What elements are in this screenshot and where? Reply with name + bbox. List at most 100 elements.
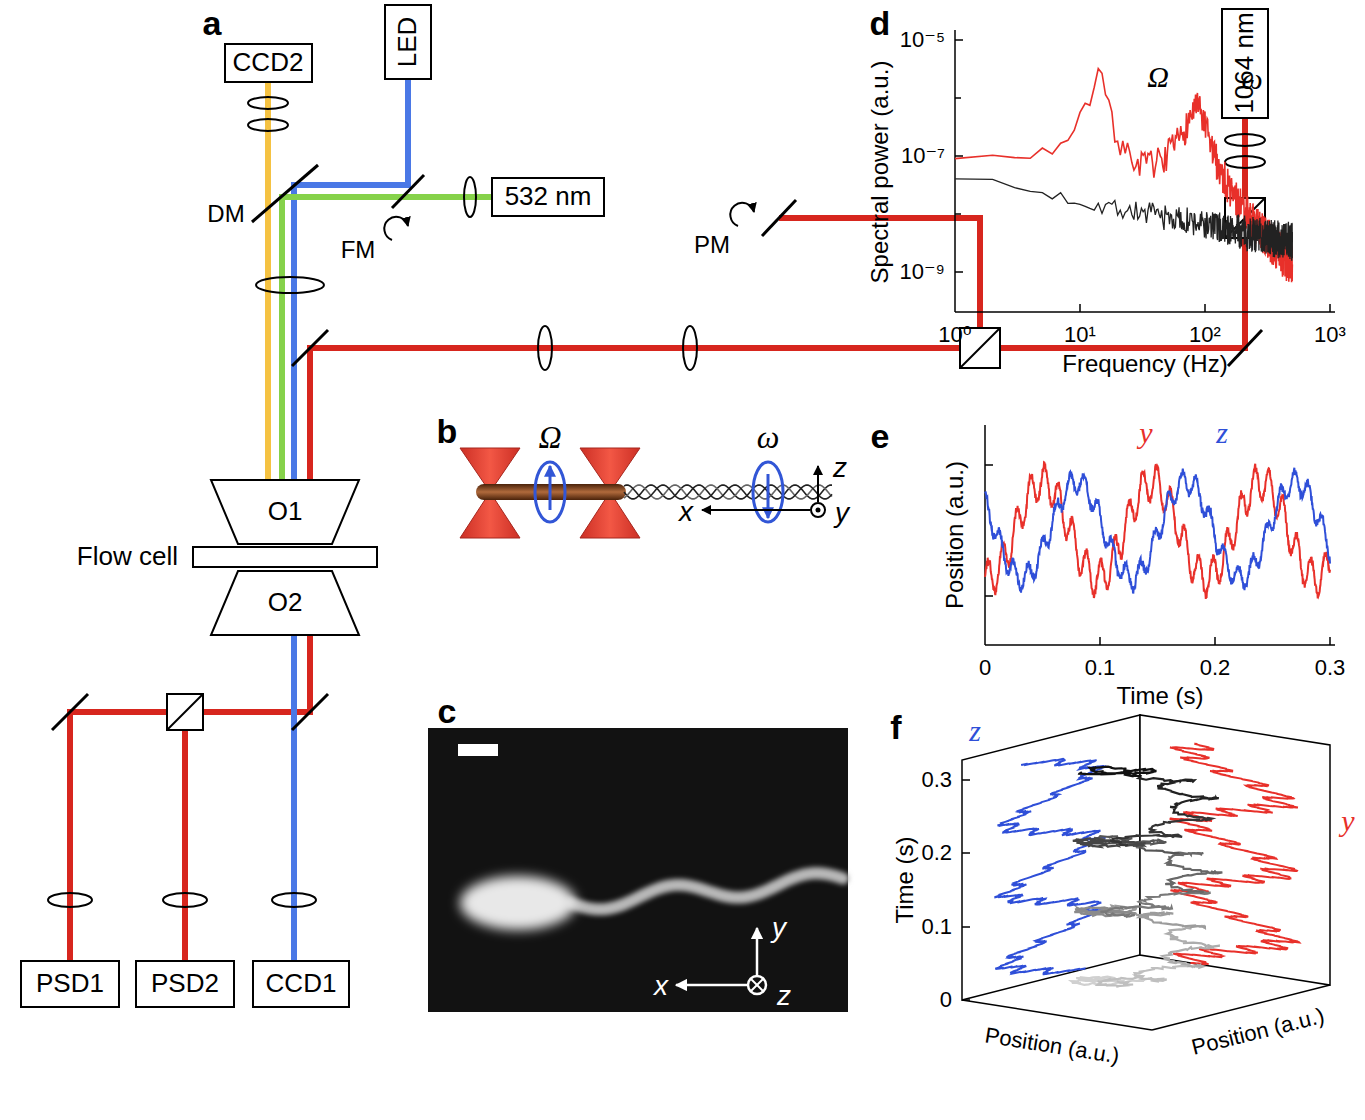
- tick: [962, 852, 970, 854]
- beam-path: [310, 119, 1245, 480]
- piezo-mirror: [762, 200, 796, 236]
- flip-mirror: [392, 175, 424, 208]
- axis-origin-cross: [751, 979, 763, 991]
- tick-label: 0: [979, 656, 991, 680]
- dichroic-mirror: [252, 165, 318, 222]
- lens: [163, 893, 207, 907]
- flagellum-glow-path: [570, 873, 843, 909]
- beam-path: [70, 636, 310, 960]
- axis-origin: [748, 976, 766, 994]
- rotation-ring: [753, 462, 783, 522]
- tick-label: 0: [940, 988, 952, 1012]
- lens: [1225, 134, 1265, 146]
- axis-line: [985, 644, 1335, 646]
- panel-letter: c: [438, 693, 457, 730]
- trajectory-traces: [995, 744, 1299, 987]
- flagellum-strand: [624, 485, 832, 499]
- axis-origin-dot: [816, 508, 821, 513]
- image-background: [428, 728, 848, 1012]
- node-label: PSD2: [151, 969, 219, 999]
- trace-label: y: [1341, 804, 1354, 837]
- trajectory-3d: [1098, 966, 1194, 987]
- tick-label: 10⁻⁹: [899, 260, 945, 284]
- tick: [985, 464, 993, 466]
- back-wall: [1140, 715, 1330, 985]
- mirror: [52, 694, 88, 730]
- node-label: CCD2: [233, 48, 304, 78]
- tick: [1204, 304, 1206, 312]
- rotation-symbol: ω: [757, 420, 780, 455]
- lens-shape: [211, 480, 359, 544]
- lens: [1225, 156, 1265, 168]
- axis-label: z: [777, 981, 791, 1012]
- tick-label: 10²: [1189, 323, 1221, 347]
- tick: [955, 155, 963, 157]
- axis-arrow: [756, 928, 759, 975]
- lens: [256, 277, 324, 293]
- rotation-arrow: [730, 203, 754, 226]
- tick-label: 10⁻⁷: [901, 144, 945, 168]
- beam-path: [291, 636, 297, 960]
- panel-letter: b: [437, 413, 458, 450]
- tick: [955, 271, 963, 273]
- node-label: LED: [393, 17, 423, 68]
- trace-label: y: [1139, 416, 1152, 449]
- axis-arrow: [702, 509, 810, 511]
- tick-label: 10¹: [1064, 323, 1096, 347]
- flagellum-strand: [624, 485, 832, 499]
- tick: [1329, 637, 1331, 645]
- objective-lens: O2: [210, 570, 360, 636]
- axis-title: Frequency (Hz): [1062, 351, 1227, 377]
- tick: [962, 999, 970, 1001]
- beam-path: [185, 636, 310, 960]
- camera-box: CCD2: [224, 43, 313, 83]
- panel-letter: e: [871, 418, 890, 455]
- lens: [248, 119, 288, 131]
- tick: [962, 779, 970, 781]
- node-label: Flow cell: [77, 542, 178, 572]
- detector-box: PSD1: [20, 960, 120, 1008]
- time-traces: [985, 462, 1330, 598]
- component-label: FM: [341, 237, 376, 263]
- axis-title: Time (s): [892, 836, 918, 923]
- objective-lens: O1: [210, 479, 360, 545]
- tick: [1079, 304, 1081, 312]
- lens-shape: [211, 571, 359, 635]
- fluorescence-image: [428, 728, 848, 1012]
- flagellum-strand: [624, 485, 832, 499]
- position-trace: [985, 462, 1330, 598]
- lens: [248, 97, 288, 109]
- back-wall: [962, 715, 1140, 1000]
- axis-line: [955, 311, 1335, 313]
- rotation-symbol: Ω: [538, 420, 561, 455]
- axis-label: x: [654, 971, 668, 1002]
- tick: [1099, 637, 1101, 645]
- axis-arrow: [676, 984, 747, 987]
- trajectory-3d: [1165, 853, 1222, 893]
- peak-label: ω: [1241, 62, 1262, 95]
- tick: [955, 39, 963, 41]
- beam-splitter: [167, 694, 203, 730]
- tick: [962, 926, 970, 928]
- tick-label: 0.2: [921, 841, 952, 865]
- scale-bar: [458, 744, 498, 756]
- lens: [464, 177, 476, 217]
- mirror: [292, 694, 328, 730]
- camera-box: CCD1: [252, 960, 350, 1008]
- node-label: O2: [268, 588, 303, 618]
- tick: [1214, 637, 1216, 645]
- trajectory-3d: [1078, 767, 1156, 777]
- lens: [538, 326, 552, 370]
- tick-label: 0.3: [1315, 656, 1346, 680]
- lens: [272, 893, 316, 907]
- beam-path: [265, 83, 271, 479]
- panel-letter: f: [890, 709, 901, 746]
- axis-origin: [811, 503, 825, 517]
- rotation-ring: [535, 462, 565, 522]
- cell-glow: [460, 876, 576, 930]
- rotation-arrow: [384, 217, 408, 240]
- lens: [683, 326, 697, 370]
- tick-label: 0.1: [1085, 656, 1116, 680]
